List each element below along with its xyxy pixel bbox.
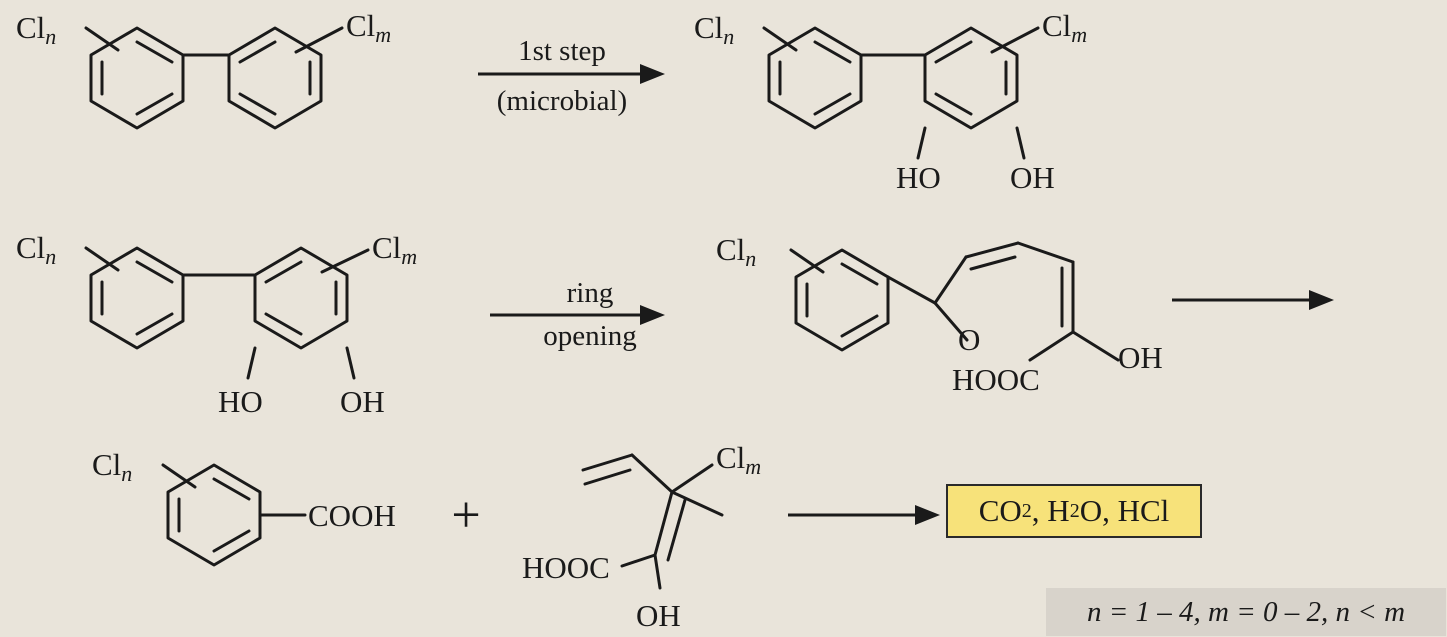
ho-label: HO: [896, 160, 941, 195]
step1-arrow: 1st step (microbial): [478, 35, 665, 117]
dihydroxy-pcb-reactant: Cln Clm HO OH: [16, 230, 417, 419]
plus-sign: +: [451, 487, 480, 544]
ring-label: ring: [567, 277, 614, 309]
pcb-right-ring: [227, 26, 323, 130]
arrow-head: [1309, 290, 1334, 310]
chlorobenzoic-acid: Cln COOH: [92, 447, 396, 567]
cl-n-label: Cln: [92, 447, 132, 486]
hooc-label: HOOC: [522, 550, 610, 585]
oh-label: OH: [1118, 340, 1163, 375]
substitution-legend: n = 1 – 4, m = 0 – 2, n < m: [1046, 588, 1446, 636]
cooh-label: COOH: [308, 498, 396, 533]
step1-label: 1st step: [518, 35, 606, 67]
ring-opened-intermediate: Cln O HOOC OH: [716, 232, 1163, 397]
cl-n-label: Cln: [716, 232, 756, 271]
arrow-head: [640, 64, 665, 84]
cl-n-label: Cln: [16, 230, 56, 269]
arrow-head: [640, 305, 665, 325]
pcb-reactant: Cln Clm: [16, 8, 391, 130]
step1-sublabel: (microbial): [497, 85, 627, 117]
cl-m-label: Clm: [346, 8, 391, 47]
dihydroxy-pcb-product: Cln Clm HO OH: [694, 8, 1087, 195]
opening-label: opening: [543, 320, 636, 352]
oh-label: OH: [1010, 160, 1055, 195]
oh-label: OH: [340, 384, 385, 419]
cl-m-label: Clm: [1042, 8, 1087, 47]
cl-n-label: Cln: [16, 10, 56, 49]
cl-n-label: Cln: [694, 10, 734, 49]
hooc-label: HOOC: [952, 362, 1040, 397]
chlorinated-dienoic-acid: Clm HOOC OH: [522, 440, 761, 633]
cl-m-label: Clm: [372, 230, 417, 269]
ring-opening-arrow: ring opening: [490, 277, 665, 352]
ho-label: HO: [218, 384, 263, 419]
cl-m-label: Clm: [716, 440, 761, 479]
oh-label: OH: [636, 598, 681, 633]
further-degradation-arrow: [1172, 290, 1334, 310]
mineralization-arrow: [788, 505, 940, 525]
arrow-head: [915, 505, 940, 525]
ketone-o-label: O: [958, 322, 980, 357]
